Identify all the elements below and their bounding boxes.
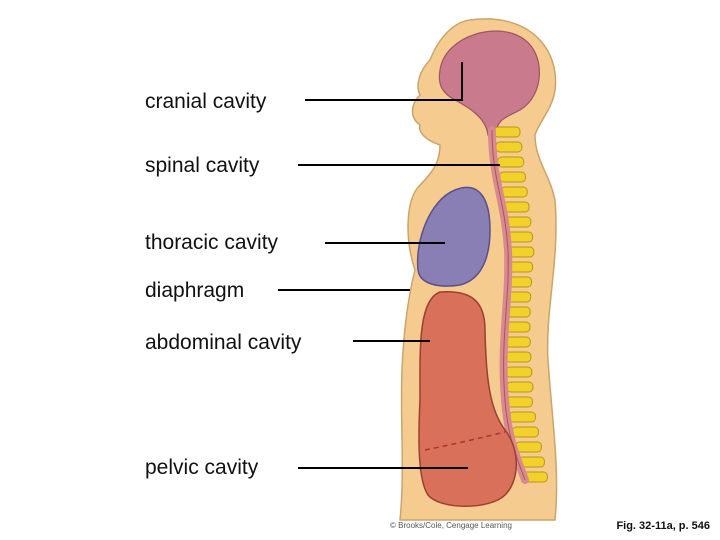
- label-thoracic-cavity: thoracic cavity: [145, 231, 279, 254]
- pelvic-boundary: [424, 431, 506, 451]
- label-diaphragm: diaphragm: [145, 279, 245, 302]
- leader-cranial: [305, 62, 463, 101]
- leader-lines: [278, 62, 500, 469]
- label-cranial-cavity: cranial cavity: [145, 90, 267, 113]
- vertebra: [500, 186, 528, 198]
- figure-reference: Fig. 32-11a, p. 546: [616, 520, 710, 532]
- vertebra: [497, 156, 525, 168]
- vertebra: [505, 396, 533, 408]
- vertebra: [514, 441, 542, 453]
- vertebra: [508, 411, 536, 423]
- label-pelvic-cavity: pelvic cavity: [145, 456, 259, 479]
- vertebra: [505, 366, 533, 378]
- vertebra: [511, 426, 539, 438]
- vertebra: [495, 141, 523, 153]
- vertebral-column: [493, 126, 548, 483]
- vertebra: [493, 126, 521, 138]
- label-abdominal-cavity: abdominal cavity: [145, 331, 302, 354]
- thoracic-cavity-shape: [416, 186, 491, 287]
- abdominal-cavity-shape: [418, 291, 517, 507]
- label-spinal-cavity: spinal cavity: [145, 154, 260, 177]
- copyright-credit: © Brooks/Cole, Cengage Learning: [390, 521, 512, 530]
- vertebra: [498, 171, 526, 183]
- vertebra: [506, 381, 534, 393]
- vertebra: [504, 351, 532, 363]
